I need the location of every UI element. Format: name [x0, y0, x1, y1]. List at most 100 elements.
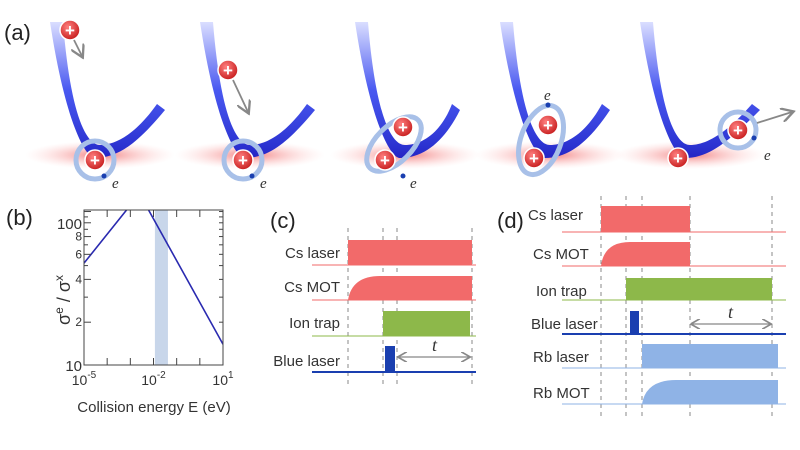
y-tick-label: 100 [57, 216, 82, 233]
potential-panel-1 [25, 22, 175, 169]
x-tick-label: 101 [212, 370, 234, 388]
electron-label: e [112, 176, 119, 192]
row-cs-laser: Cs laser [285, 240, 476, 266]
cs-laser-pulse [348, 240, 472, 265]
panel-label-c: (c) [270, 208, 296, 233]
svg-text:+: + [733, 121, 743, 140]
rb-mot-pulse [642, 380, 778, 404]
ion-icon: + [523, 147, 545, 169]
electron-orbit [221, 138, 265, 182]
cs-mot-pulse [348, 276, 472, 300]
svg-text:+: + [90, 151, 100, 170]
y-tick-label: 2 [75, 315, 82, 329]
svg-text:Cs MOT: Cs MOT [284, 279, 340, 296]
ion-icon: + [537, 114, 559, 136]
svg-text:+: + [380, 151, 390, 170]
x-axis-label: Collision energy E (eV) [77, 399, 230, 416]
shaded-band [154, 210, 168, 365]
row-blue-laser: Blue laser t [273, 335, 476, 373]
ion-icon: + [217, 59, 239, 81]
y-tick-label: 4 [75, 272, 82, 286]
potential-panel-2 [175, 22, 325, 169]
atom-potential [200, 22, 315, 158]
svg-text:+: + [238, 151, 248, 170]
potential-panel-5 [615, 22, 765, 169]
electron-orbit [516, 102, 566, 178]
electron-label: e [544, 88, 551, 104]
svg-text:Cs MOT: Cs MOT [533, 246, 589, 263]
cs-laser-pulse [601, 206, 690, 232]
y-tick-label: 10 [65, 358, 82, 375]
rb-laser-pulse [642, 344, 778, 368]
svg-text:Blue laser: Blue laser [531, 316, 598, 333]
atom-potential [640, 22, 760, 158]
electron-dot [101, 173, 107, 179]
y-axis-label: σe / σx [52, 275, 74, 325]
ion-icon: + [232, 149, 254, 171]
panel-a: (a) ++e++e++e++e++e [4, 19, 792, 192]
atom-potential [355, 22, 460, 158]
ion-trap-pulse [383, 311, 470, 336]
panel-c: (c) Cs laser Cs MOT Ion trap Blue laser … [270, 208, 476, 385]
velocity-arrow [756, 112, 792, 124]
svg-text:Cs laser: Cs laser [528, 207, 583, 224]
ion-icon: + [667, 147, 689, 169]
ion-trap-pulse [626, 278, 772, 300]
electron-orbit [364, 114, 424, 174]
electron-dot [249, 173, 255, 179]
svg-text:Rb MOT: Rb MOT [533, 385, 590, 402]
svg-text:Blue laser: Blue laser [273, 353, 340, 370]
velocity-arrow [232, 79, 248, 112]
panel-d: (d) Cs laser Cs MOT Ion trap Blue laser … [497, 196, 786, 418]
interval-label: t [728, 302, 734, 322]
svg-text:+: + [223, 61, 233, 80]
panel-label-d: (d) [497, 208, 524, 233]
electron-dot [545, 102, 551, 108]
row-cs-mot: Cs MOT [533, 242, 786, 267]
electron-label: e [764, 148, 771, 164]
electron-dot [751, 135, 757, 141]
potential-panel-3 [330, 22, 480, 169]
ion-icon: + [727, 119, 749, 141]
svg-text:+: + [543, 116, 553, 135]
ion-icon: + [59, 19, 81, 41]
blue-laser-pulse [630, 311, 639, 334]
row-blue-laser: Blue laser t [531, 302, 786, 335]
ion-icon: + [392, 116, 414, 138]
x-tick-label: 10-5 [72, 370, 97, 388]
svg-text:+: + [529, 149, 539, 168]
panel-label-a: (a) [4, 20, 31, 45]
plot-frame [83, 209, 224, 366]
row-ion-trap: Ion trap [289, 311, 476, 337]
row-ion-trap: Ion trap [536, 278, 786, 301]
electron-orbit [717, 109, 759, 151]
y-tick-label: 8 [75, 230, 82, 244]
svg-text:Rb laser: Rb laser [533, 349, 589, 366]
velocity-arrow [74, 39, 82, 56]
ion-icon: + [84, 149, 106, 171]
svg-text:Ion trap: Ion trap [536, 283, 587, 300]
series-line [84, 210, 223, 345]
svg-text:Cs laser: Cs laser [285, 245, 340, 262]
atom-potential [50, 22, 165, 158]
y-tick-label: 6 [75, 247, 82, 261]
atom-potential [500, 22, 610, 158]
electron-dot [400, 173, 406, 179]
row-rb-laser: Rb laser [533, 344, 786, 369]
ion-icon: + [374, 149, 396, 171]
x-tick-label: 10-2 [141, 370, 166, 388]
row-cs-laser: Cs laser [528, 206, 786, 233]
cs-mot-pulse [601, 242, 690, 266]
electron-label: e [260, 176, 267, 192]
svg-text:Ion trap: Ion trap [289, 315, 340, 332]
electron-orbit [73, 138, 117, 182]
svg-text:+: + [398, 118, 408, 137]
row-rb-mot: Rb MOT [533, 380, 786, 405]
blue-laser-pulse [385, 346, 395, 372]
interval-label: t [432, 335, 438, 355]
panel-label-b: (b) [6, 205, 33, 230]
svg-text:+: + [673, 149, 683, 168]
